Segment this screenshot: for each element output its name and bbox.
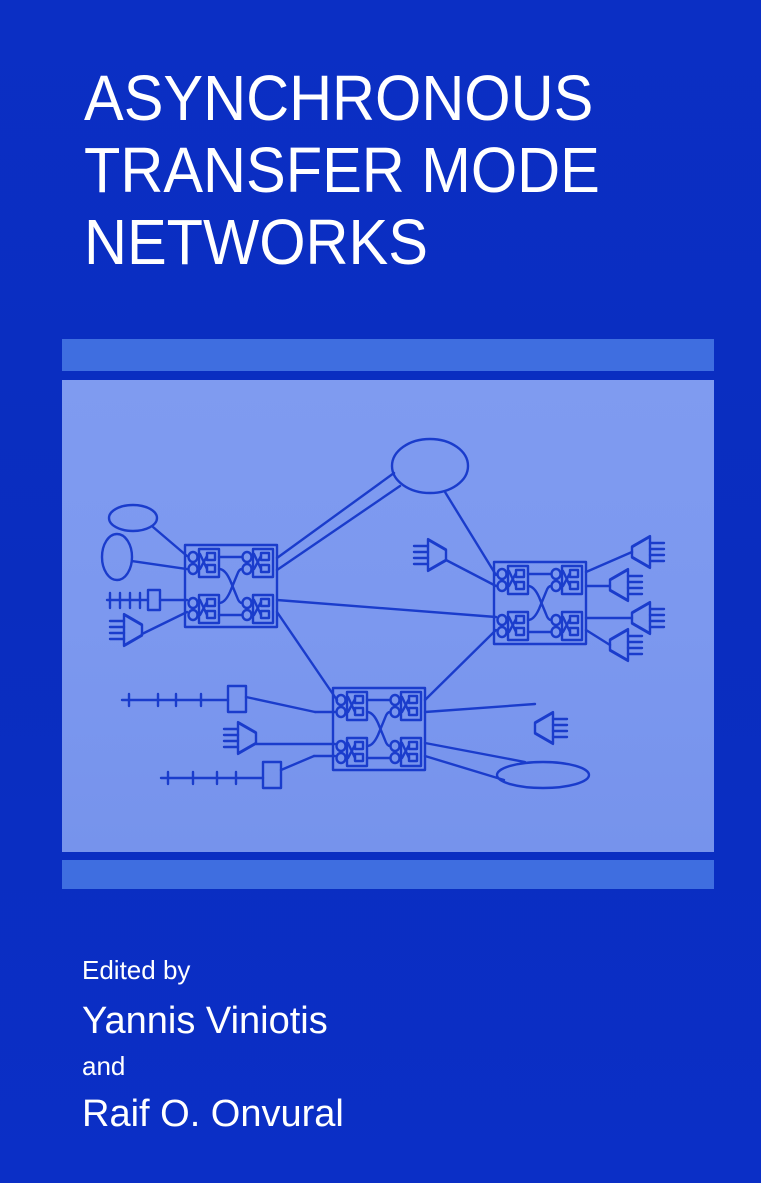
decorative-band-bottom	[62, 860, 714, 889]
editor-name-1: Yannis Viniotis	[82, 1000, 328, 1042]
network-illustration-panel	[62, 380, 714, 852]
title-line-2: TRANSFER MODE	[84, 134, 600, 206]
edited-by-label: Edited by	[82, 955, 191, 985]
title-line-1: ASYNCHRONOUS	[84, 62, 594, 134]
title-line-3: NETWORKS	[84, 206, 428, 278]
conjunction-label: and	[82, 1051, 126, 1081]
editor-name-2: Raif O. Onvural	[82, 1093, 344, 1135]
book-title: ASYNCHRONOUS TRANSFER MODE NETWORKS	[84, 62, 600, 278]
atm-network-diagram-icon	[100, 437, 666, 790]
decorative-band-top	[62, 339, 714, 371]
